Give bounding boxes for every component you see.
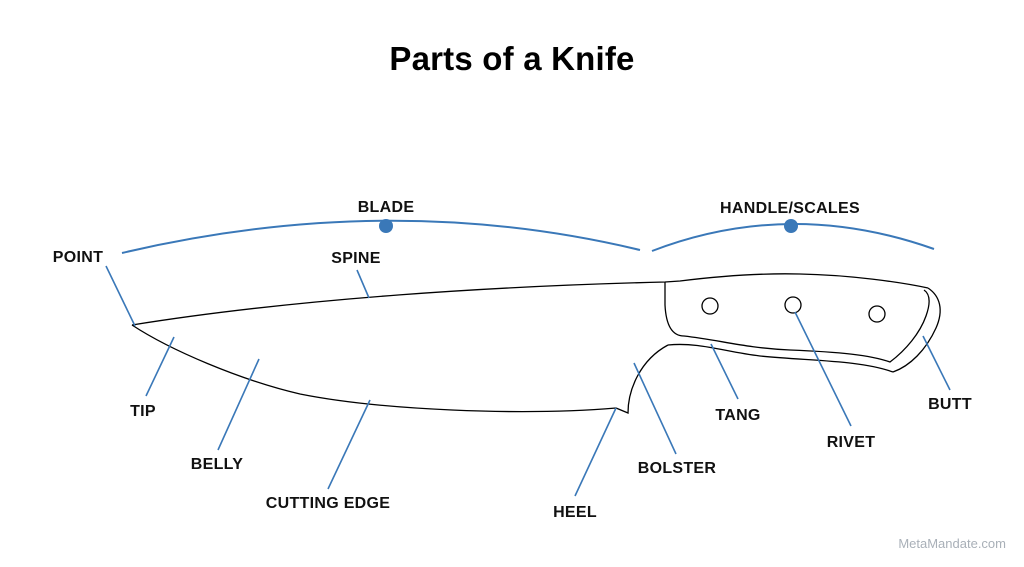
bolster-leader — [633, 362, 677, 455]
handle-label: HANDLE/SCALES — [720, 200, 860, 217]
cutting-edge-label: CUTTING EDGE — [266, 495, 391, 512]
rivet-leader — [794, 311, 852, 427]
rivet-2 — [784, 296, 802, 314]
watermark: MetaMandate.com — [898, 536, 1006, 551]
belly-leader — [217, 358, 260, 451]
butt-leader — [922, 335, 951, 391]
handle-marker-dot — [784, 219, 798, 233]
point-leader — [105, 265, 136, 327]
point-label: POINT — [53, 249, 103, 266]
rivet-3 — [868, 305, 886, 323]
heel-label: HEEL — [553, 504, 597, 521]
bolster-label: BOLSTER — [638, 460, 717, 477]
page-title: Parts of a Knife — [389, 40, 635, 77]
tip-label: TIP — [130, 403, 156, 420]
blade-label: BLADE — [358, 199, 415, 216]
spine-label: SPINE — [331, 250, 381, 267]
butt-label: BUTT — [928, 396, 972, 413]
blade-marker-dot — [379, 219, 393, 233]
spine-leader — [356, 269, 370, 299]
heel-leader — [574, 407, 617, 497]
tang-leader — [710, 343, 739, 400]
tip-leader — [145, 336, 175, 397]
cutting-edge-leader — [327, 399, 371, 490]
rivet-label: RIVET — [827, 434, 876, 451]
tang-label: TANG — [715, 407, 760, 424]
knife-outline — [131, 273, 941, 414]
belly-label: BELLY — [191, 456, 244, 473]
rivet-1 — [701, 297, 719, 315]
